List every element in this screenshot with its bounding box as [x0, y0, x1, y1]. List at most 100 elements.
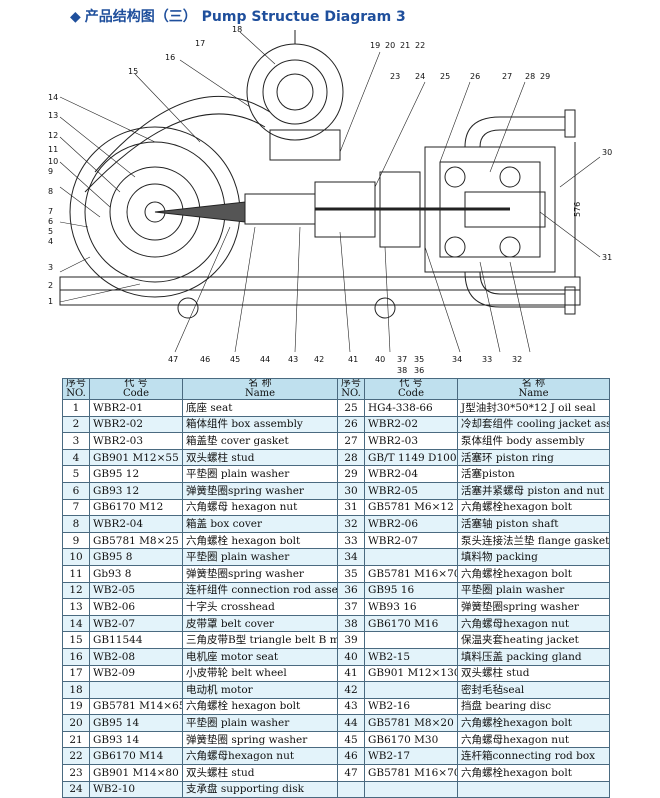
cell-code: Gb93 8	[89, 564, 183, 583]
callout-20: 20	[385, 41, 395, 50]
cell-no: 9	[62, 531, 90, 550]
cell-no: 1	[62, 399, 90, 417]
callout-43: 43	[288, 355, 298, 364]
cell-no: 45	[337, 730, 365, 749]
cell-no: 47	[337, 764, 365, 782]
callout-2: 2	[48, 281, 53, 290]
cell-no: 16	[62, 647, 90, 666]
cell-code: WB2-15	[364, 647, 458, 666]
callout-1: 1	[48, 297, 53, 306]
cell-name: 双头螺柱 stud	[457, 664, 610, 683]
cell-name: 六角螺栓hexagon bolt	[457, 498, 610, 517]
cell-name: 六角螺母hexagon nut	[457, 730, 610, 749]
cell-no: 14	[62, 614, 90, 633]
cell-no: 26	[337, 415, 365, 434]
cell-name: J型油封30*50*12 J oil seal	[457, 399, 610, 417]
callout-13: 13	[48, 111, 58, 120]
callout-14: 14	[48, 93, 58, 102]
cell-name: 六角螺栓 hexagon bolt	[182, 697, 338, 716]
cell-code: WB2-09	[89, 664, 183, 683]
cell-name: 泵头连接法兰垫 flange gasket	[457, 531, 610, 550]
cell-no: 8	[62, 515, 90, 533]
cell-code: WBR2-01	[89, 399, 183, 417]
cell-name: 六角螺栓hexagon bolt	[457, 564, 610, 583]
cell-code: WB2-05	[89, 581, 183, 600]
dimension-label: 576	[573, 202, 582, 217]
cell-name: 箱盖垫 cover gasket	[182, 432, 338, 450]
cell-code: WB2-10	[89, 780, 183, 798]
cell-code: GB901 M14×80	[89, 764, 183, 782]
callout-37: 37	[397, 355, 407, 364]
callout-30: 30	[602, 148, 612, 157]
cell-no: 27	[337, 432, 365, 450]
cell-no: 2	[62, 415, 90, 434]
cell-code: GB6170 M14	[89, 747, 183, 766]
cell-code: WBR2-03	[364, 432, 458, 450]
cell-name: 六角螺母hexagon nut	[182, 747, 338, 766]
callout-47: 47	[168, 355, 178, 364]
cell-name: 双头螺柱 stud	[182, 448, 338, 467]
pump-structure-diagram: 1 2 3 4 5 6 7 8 9 10 11 12 13 14 15 16 1…	[48, 25, 612, 375]
cell-code: GB11544	[89, 631, 183, 649]
cell-code: GB5781 M14×65	[89, 697, 183, 716]
cell-no: 32	[337, 515, 365, 533]
cell-no: 43	[337, 697, 365, 716]
motor	[246, 43, 344, 141]
pump-body	[424, 146, 556, 273]
callout-42: 42	[314, 355, 324, 364]
diamond-icon: ◆	[70, 9, 81, 25]
connection-rod	[154, 201, 246, 223]
cell-name: 电机座 motor seat	[182, 647, 338, 666]
cell-no: 38	[337, 614, 365, 633]
cell-code: WBR2-03	[89, 432, 183, 450]
cell-code: WBR2-07	[364, 531, 458, 550]
cell-code: GB93 14	[89, 730, 183, 749]
cell-name: 平垫圈 plain washer	[182, 714, 338, 732]
cell-name: 平垫圈 plain washer	[457, 581, 610, 600]
callout-40: 40	[375, 355, 385, 364]
callout-25: 25	[440, 72, 450, 81]
cell-name: 十字头 crosshead	[182, 598, 338, 616]
cell-no: 33	[337, 531, 365, 550]
cell-no: 22	[62, 747, 90, 766]
cell-code: WBR2-04	[364, 465, 458, 483]
cell-no: 28	[337, 448, 365, 467]
callout-11: 11	[48, 145, 58, 154]
cell-no: 17	[62, 664, 90, 683]
cell-code	[364, 548, 458, 566]
cell-no: 3	[62, 432, 90, 450]
callout-35: 35	[414, 355, 424, 364]
piston	[464, 191, 546, 228]
callout-16: 16	[165, 53, 175, 62]
cell-no: 5	[62, 465, 90, 483]
cell-code: GB95 14	[89, 714, 183, 732]
callout-38: 38	[397, 366, 407, 375]
cell-no: 24	[62, 780, 90, 798]
callout-33: 33	[482, 355, 492, 364]
cell-name: 填料物 packing	[457, 548, 610, 566]
packing-gland	[379, 171, 421, 248]
cell-no: 36	[337, 581, 365, 600]
callout-6: 6	[48, 217, 53, 226]
callout-9: 9	[48, 167, 53, 176]
cell-name: 支承盘 supporting disk	[182, 780, 338, 798]
callout-27: 27	[502, 72, 512, 81]
cell-name: 小皮带轮 belt wheel	[182, 664, 338, 683]
callout-29: 29	[540, 72, 550, 81]
cell-no: 41	[337, 664, 365, 683]
cell-no: 19	[62, 697, 90, 716]
cell-name: 填料压盖 packing gland	[457, 647, 610, 666]
cell-name: 六角螺母hexagon nut	[457, 614, 610, 633]
